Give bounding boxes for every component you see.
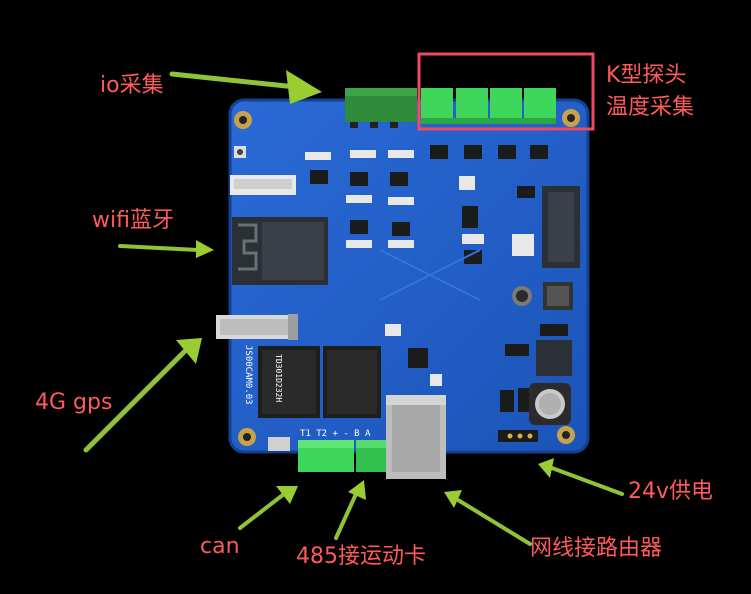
wifi-bluetooth-module [232, 217, 328, 285]
rs485-terminal-block [356, 440, 388, 472]
mounting-hole [238, 428, 256, 446]
board-silkscreen: JS00CAM0.03 [243, 345, 253, 405]
label-k-probe: K型探头 [606, 63, 687, 88]
can-terminal-block [298, 440, 354, 472]
mounting-hole [562, 109, 580, 127]
k-probe-connectors [421, 88, 556, 124]
io-terminal-block [345, 88, 417, 128]
label-ethernet: 网线接路由器 [530, 536, 663, 561]
ic-row [430, 145, 548, 159]
terminal-pin-labels: T1 T2 + - B A [300, 429, 371, 439]
arrow-io [169, 70, 322, 104]
power-header [498, 430, 538, 442]
arrow-4g [83, 338, 202, 453]
label-can: can [200, 534, 240, 559]
label-temperature: 温度采集 [606, 95, 695, 120]
jst-connector [230, 175, 296, 195]
ethernet-port [386, 395, 446, 479]
center-chip [379, 249, 481, 386]
label-power: 24v供电 [628, 479, 714, 504]
arrow-485 [334, 480, 366, 540]
label-rs485: 485接运动卡 [296, 544, 426, 569]
arrow-ethernet [444, 490, 532, 546]
arrow-wifi [118, 240, 214, 258]
pcb-board: TD301D232H JS00CAM0.03 T1 T2 + - B A [216, 88, 590, 479]
arrow-power [538, 458, 624, 496]
io-components [305, 150, 414, 248]
k-probe-highlight-box [417, 52, 595, 131]
micro-usb-port [268, 437, 290, 451]
label-io: io采集 [100, 73, 164, 98]
4g-module: TD301D232H [258, 346, 381, 418]
arrow-can [238, 486, 298, 530]
chip-marking: TD301D232H [274, 354, 283, 402]
arrows [83, 70, 624, 546]
mounting-hole [234, 111, 252, 129]
label-4g-gps: 4G gps [35, 390, 113, 415]
coin-battery [529, 383, 571, 425]
small-switch [234, 146, 246, 158]
mounting-hole [557, 426, 575, 444]
label-wifi: wifi蓝牙 [92, 208, 174, 233]
sim-slot [216, 314, 298, 340]
